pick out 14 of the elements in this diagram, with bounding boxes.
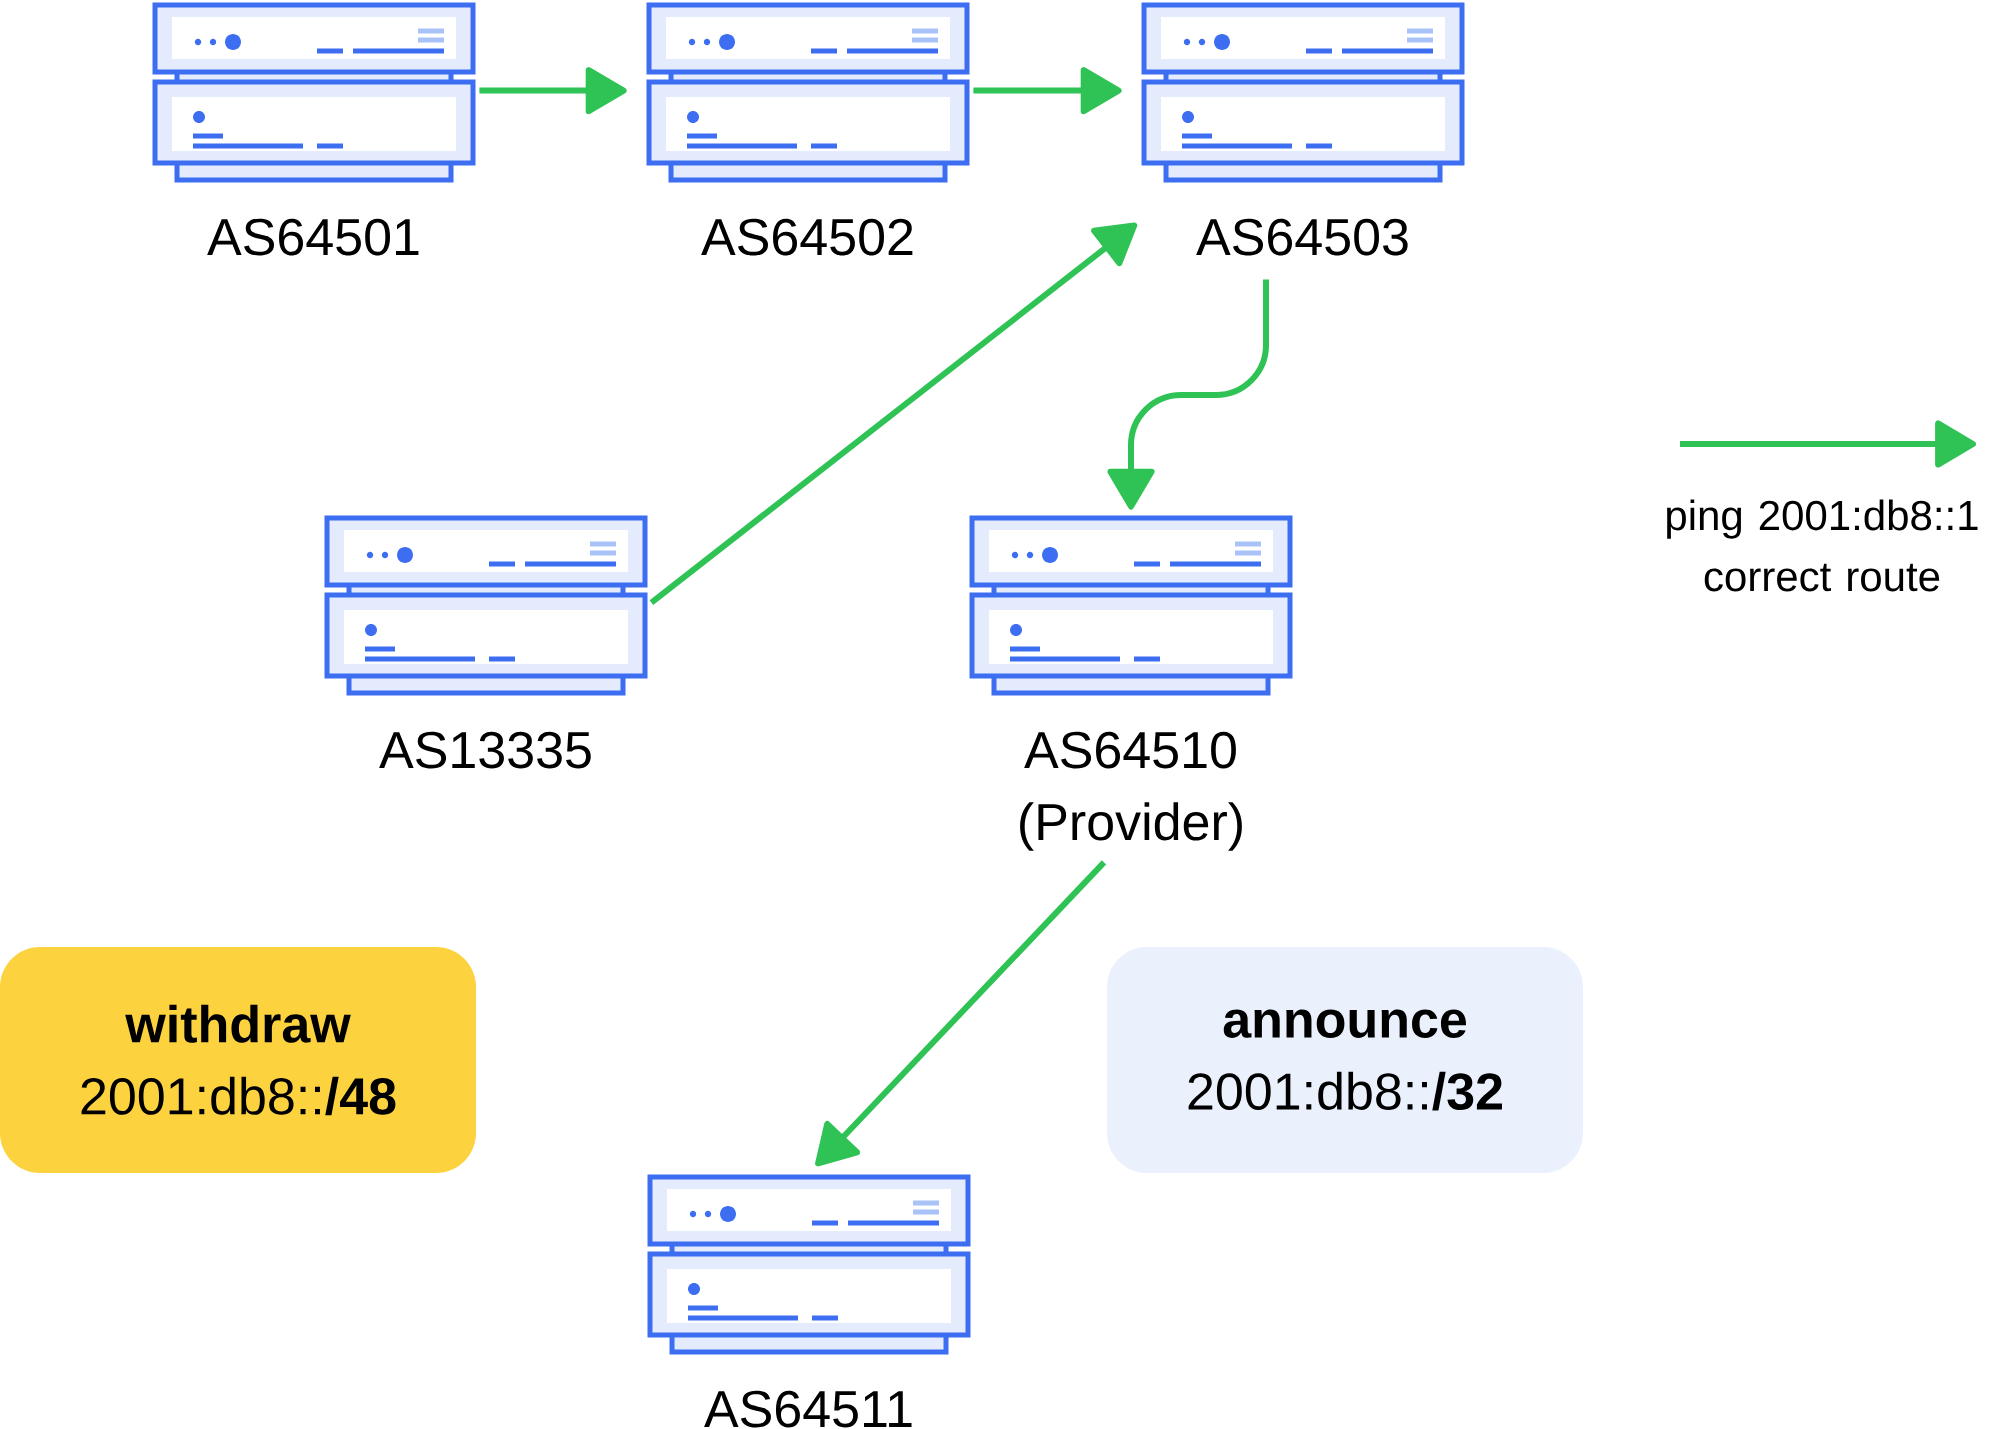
- server-label: AS64502: [701, 218, 913, 256]
- server-label: AS13335: [379, 731, 591, 769]
- server-label: AS64510 (Provider): [1020, 731, 1242, 851]
- note-box: announce 2001:db8::/32: [1107, 947, 1583, 1173]
- legend-label: ping 2001:db8::1 correct route: [1667, 499, 1978, 592]
- arrow: [649, 222, 1138, 605]
- arrow: [479, 67, 627, 115]
- arrow: [1107, 279, 1269, 510]
- server-label: AS64501: [207, 218, 419, 256]
- server-label: AS64503: [1196, 218, 1408, 256]
- arrow: [973, 67, 1122, 115]
- arrow: [815, 860, 1107, 1167]
- note-box: withdraw 2001:db8::/48: [0, 947, 476, 1173]
- server-label: AS64511: [704, 1390, 912, 1428]
